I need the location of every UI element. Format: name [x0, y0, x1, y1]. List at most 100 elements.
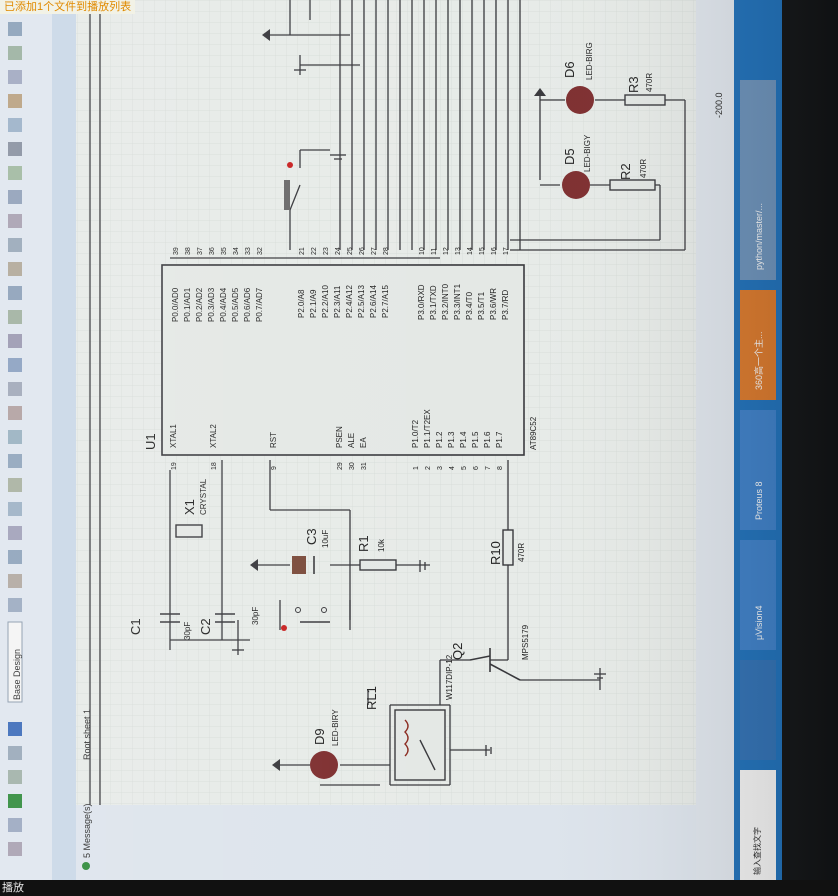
- taskbar-item-360[interactable]: 360高一个主...: [753, 331, 764, 390]
- mcu-pin-label: P2.0/A8: [297, 289, 306, 318]
- mcu-pin-label: P3.4/T0: [465, 291, 474, 320]
- c3-ref: C3: [304, 528, 319, 545]
- mcu-part: AT89C52: [529, 416, 538, 450]
- mcu-pin-number: 4: [449, 466, 456, 470]
- c3-value: 10uF: [321, 530, 330, 548]
- mcu-pin-label: ALE: [347, 433, 356, 448]
- mcu-pin-label: P3.7/RD: [501, 290, 510, 320]
- mcu-pin-number: 17: [503, 247, 510, 255]
- mcu-pin-label: P3.2/INT0: [441, 283, 450, 320]
- c1-value: 30pF: [183, 622, 192, 640]
- coordinate-readout: -200.0: [714, 92, 724, 118]
- d6-ref: D6: [562, 61, 577, 78]
- mcu-pin-number: 6: [473, 466, 480, 470]
- mcu-pin-label: P3.3/INT1: [453, 283, 462, 320]
- mcu-ref: U1: [143, 433, 158, 450]
- resistor-r3[interactable]: [624, 94, 666, 106]
- mcu-pin-number: 12: [443, 247, 450, 255]
- mcu-pin-number: 10: [419, 247, 426, 255]
- x1-value: CRYSTAL: [199, 478, 208, 515]
- side-panel: [52, 0, 76, 880]
- taskbar-search[interactable]: 输入查找文字: [752, 827, 762, 875]
- mcu-pin-label: P0.1/AD1: [183, 287, 192, 322]
- taskbar-item-python[interactable]: python/master/...: [754, 203, 764, 270]
- mcu-pin-label: P1.2: [435, 431, 444, 448]
- mcu-pin-number: 32: [257, 247, 264, 255]
- q2-value: MPS5179: [521, 624, 530, 660]
- status-ok-icon: [82, 862, 90, 870]
- mcu-pin-label: P1.1/T2EX: [423, 409, 432, 448]
- player-bottom-bar: 播放: [0, 880, 838, 896]
- r10-value: 470R: [517, 543, 526, 562]
- monitor-bezel: [782, 0, 838, 880]
- mcu-pin-label: P1.5: [471, 431, 480, 448]
- mcu-pin-label: P0.6/AD6: [243, 287, 252, 322]
- mcu-pin-number: 1: [413, 466, 420, 470]
- r2-ref: R2: [618, 163, 633, 180]
- r3-ref: R3: [626, 76, 641, 93]
- mcu-pin-label: P1.6: [483, 431, 492, 448]
- mcu-pin-label: XTAL2: [209, 424, 218, 448]
- mcu-pin-label: P1.4: [459, 431, 468, 448]
- mcu-pin-number: 16: [491, 247, 498, 255]
- r2-value: 470R: [639, 159, 648, 178]
- mcu-pin-number: 14: [467, 247, 474, 255]
- mcu-pin-number: 30: [349, 462, 356, 470]
- mcu-pin-number: 26: [359, 247, 366, 255]
- mcu-pin-number: 38: [185, 247, 192, 255]
- mcu-pin-label: XTAL1: [169, 424, 178, 448]
- taskbar-item-uvision[interactable]: μVision4: [754, 605, 764, 640]
- mcu-pin-number: 39: [173, 247, 180, 255]
- mcu-pin-label: P1.7: [495, 431, 504, 448]
- rl1-ref: RL1: [364, 686, 379, 710]
- led-d6[interactable]: [566, 86, 594, 114]
- left-toolbar: [0, 0, 52, 880]
- mcu-pin-label: P3.0/RXD: [417, 284, 426, 320]
- r10-ref: R10: [488, 541, 503, 565]
- relay-rl1[interactable]: [394, 709, 446, 781]
- mcu-pin-label: P2.1/A9: [309, 289, 318, 318]
- d9-ref: D9: [312, 728, 327, 745]
- mcu-pin-number: 28: [383, 247, 390, 255]
- mcu-pin-label: P1.0/T2: [411, 419, 420, 448]
- mcu-pin-label: P2.5/A13: [357, 285, 366, 318]
- playlist-notice-banner: 已添加1个文件到播放列表: [0, 0, 136, 14]
- d5-value: LED-BIGY: [583, 134, 592, 172]
- resistor-r2[interactable]: [609, 179, 656, 191]
- toolbar-icons[interactable]: [7, 22, 23, 856]
- led-d5[interactable]: [562, 171, 590, 199]
- mcu-pin-label: P0.5/AD5: [231, 287, 240, 322]
- mcu-pin-label: P3.6/WR: [489, 288, 498, 320]
- mcu-pin-number: 25: [347, 247, 354, 255]
- status-messages[interactable]: 5 Message(s): [82, 803, 92, 858]
- mcu-pin-label: P0.0/AD0: [171, 287, 180, 322]
- mcu-pin-label: P3.5/T1: [477, 291, 486, 320]
- mcu-pin-label: P2.4/A12: [345, 285, 354, 318]
- mcu-pin-label: P0.3/AD3: [207, 287, 216, 322]
- resistor-r10[interactable]: [502, 529, 514, 566]
- r1-value: 10k: [377, 538, 386, 552]
- mcu-pin-label: P3.1/TXD: [429, 285, 438, 320]
- c1-ref: C1: [128, 618, 143, 635]
- mcu-pin-label: P0.2/AD2: [195, 287, 204, 322]
- mcu-pin-number: 23: [323, 247, 330, 255]
- design-combo[interactable]: Base Design: [12, 649, 22, 700]
- mcu-pin-label: P2.6/A14: [369, 285, 378, 318]
- mcu-pin-label: P0.4/AD4: [219, 287, 228, 322]
- resistor-r1[interactable]: [359, 559, 397, 571]
- mcu-pin-number: 34: [233, 247, 240, 255]
- mcu-pin-number: 22: [311, 247, 318, 255]
- d5-ref: D5: [562, 148, 577, 165]
- taskbar-item-proteus[interactable]: Proteus 8: [754, 481, 764, 520]
- mcu-pin-label: P1.3: [447, 431, 456, 448]
- mcu-pin-number: 35: [221, 247, 228, 255]
- crystal-x1[interactable]: [175, 524, 203, 538]
- rl1-value: W117DIP-12: [445, 654, 454, 700]
- mcu-pin-number: 31: [361, 462, 368, 470]
- mcu-pin-label: EA: [359, 437, 368, 448]
- led-d9[interactable]: [310, 751, 338, 779]
- mcu-pin-number: 11: [431, 248, 438, 255]
- mcu-pin-label: P2.2/A10: [321, 285, 330, 318]
